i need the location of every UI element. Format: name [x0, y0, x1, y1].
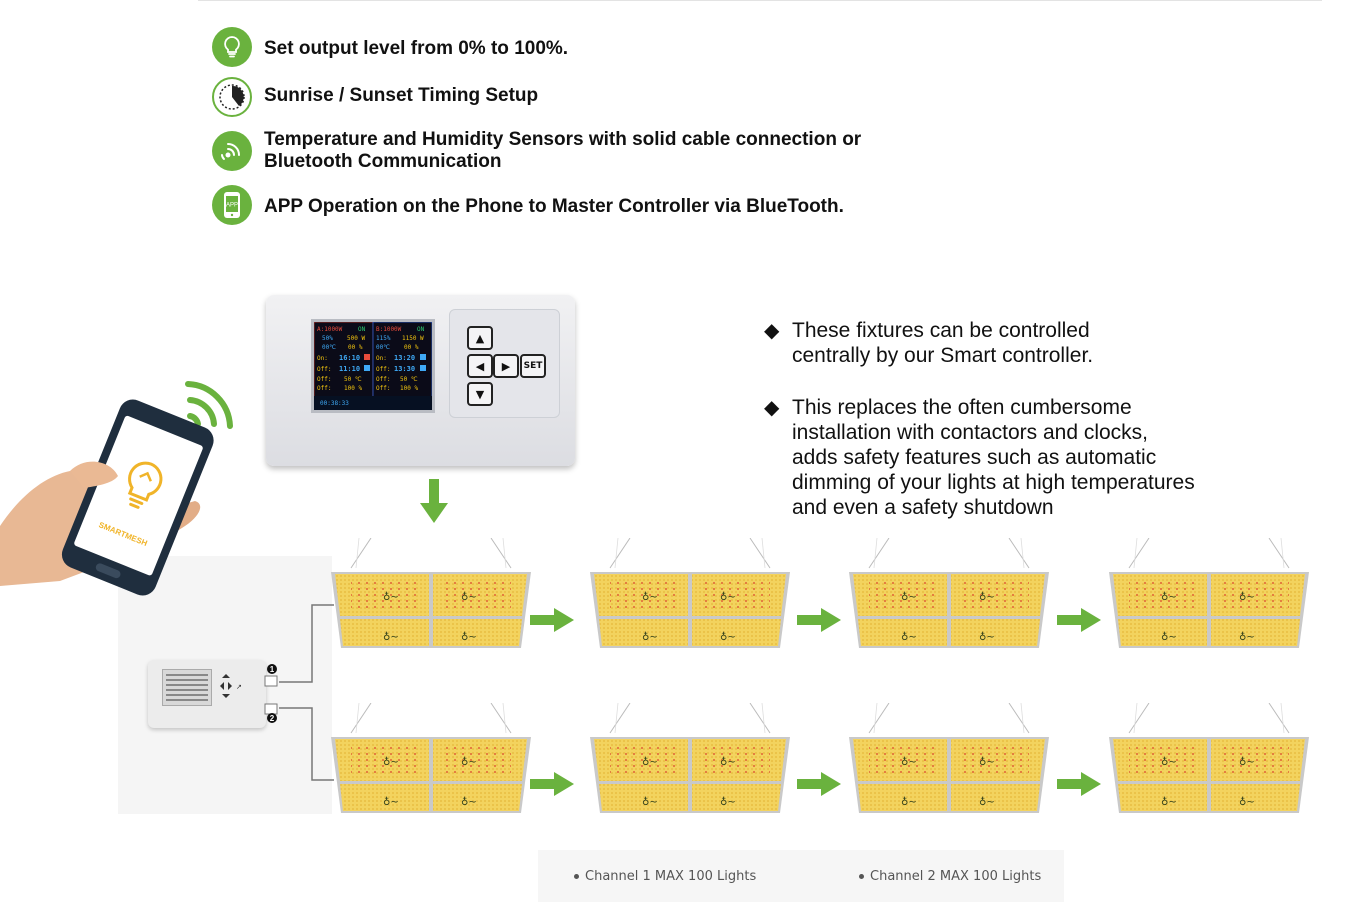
note-replaces-installation: ◆ This replaces the often cumbersome ins… — [764, 395, 1264, 525]
feature-timing: Sunrise / Sunset Timing Setup — [212, 77, 972, 117]
right-arrow-icon — [530, 608, 574, 632]
right-key[interactable]: ▶ — [493, 354, 519, 378]
svg-text:50 ℃: 50 ℃ — [344, 376, 362, 383]
mini-controller: ↗ — [148, 660, 266, 728]
svg-text:100 %: 100 % — [344, 385, 362, 392]
svg-text:APP: APP — [226, 203, 238, 209]
svg-text:Off:: Off: — [376, 376, 390, 383]
bullet-dot-icon — [574, 874, 579, 879]
svg-text:Off:: Off: — [376, 366, 390, 373]
svg-text:500 W: 500 W — [347, 335, 365, 342]
svg-text:13:30: 13:30 — [394, 365, 415, 373]
right-arrow-icon — [1057, 772, 1101, 796]
channel-legend: Channel 1 MAX 100 Lights Channel 2 MAX 1… — [538, 850, 1064, 902]
svg-text:1150 W: 1150 W — [402, 335, 424, 342]
right-arrow-icon — [1057, 608, 1101, 632]
svg-text:A:1000W: A:1000W — [317, 326, 343, 333]
svg-text:ON: ON — [358, 326, 366, 333]
top-divider — [198, 0, 1322, 1]
feature-text: Set output level from 0% to 100%. — [264, 38, 569, 59]
left-key[interactable]: ◀ — [467, 354, 493, 378]
svg-text:Off:: Off: — [317, 376, 331, 383]
svg-text:00:38:33: 00:38:33 — [320, 400, 349, 407]
grow-light-ch1-3 — [849, 538, 1049, 648]
svg-text:Off:: Off: — [317, 366, 331, 373]
legend-channel-1: Channel 1 MAX 100 Lights — [574, 869, 756, 884]
up-key[interactable]: ▲ — [467, 326, 493, 350]
app-phone-icon: APP — [212, 185, 252, 225]
svg-text:115%: 115% — [376, 335, 391, 342]
svg-text:B:1000W: B:1000W — [376, 326, 402, 333]
mini-controller-screen — [162, 669, 212, 706]
svg-text:00 %: 00 % — [348, 344, 363, 351]
grow-light-ch2-3 — [849, 703, 1049, 813]
clock-icon — [212, 77, 252, 117]
grow-light-ch2-2 — [590, 703, 790, 813]
svg-text:00 %: 00 % — [404, 344, 419, 351]
right-arrow-icon — [797, 772, 841, 796]
svg-text:00℃: 00℃ — [376, 344, 390, 351]
diamond-bullet-icon: ◆ — [764, 397, 780, 419]
feature-text: APP Operation on the Phone to Master Con… — [264, 196, 844, 217]
feature-app: APP APP Operation on the Phone to Master… — [212, 185, 972, 225]
svg-text:100 %: 100 % — [400, 385, 418, 392]
right-arrow-icon — [797, 608, 841, 632]
phone-in-hand: SMARTMESH — [0, 376, 250, 611]
master-controller: A:1000W ON B:1000W ON 50% 500 W 115% 115… — [266, 295, 575, 466]
bulb-icon — [212, 27, 252, 67]
svg-text:On:: On: — [317, 355, 328, 362]
sensor-signal-icon — [212, 131, 252, 171]
grow-light-ch2-1 — [331, 703, 531, 813]
right-arrow-icon — [530, 772, 574, 796]
down-arrow-icon — [420, 479, 448, 528]
svg-text:On:: On: — [376, 355, 387, 362]
set-key[interactable]: SET — [520, 354, 546, 378]
svg-text:00℃: 00℃ — [322, 344, 336, 351]
feature-output-level: Set output level from 0% to 100%. — [212, 27, 972, 67]
note-text: This replaces the often cumbersome insta… — [792, 396, 1195, 519]
diamond-bullet-icon: ◆ — [764, 320, 780, 342]
grow-light-ch1-2 — [590, 538, 790, 648]
grow-light-ch2-4 — [1109, 703, 1309, 813]
svg-text:ON: ON — [417, 326, 425, 333]
controller-screen: A:1000W ON B:1000W ON 50% 500 W 115% 115… — [311, 319, 435, 413]
svg-text:2: 2 — [270, 714, 275, 723]
svg-text:↗: ↗ — [236, 683, 242, 691]
svg-text:Off:: Off: — [376, 385, 390, 392]
svg-text:11:10: 11:10 — [339, 365, 360, 373]
feature-text: Temperature and Humidity Sensors with so… — [264, 129, 862, 172]
feature-sensors: Temperature and Humidity Sensors with so… — [212, 129, 972, 173]
legend-channel-2: Channel 2 MAX 100 Lights — [859, 869, 1041, 884]
svg-text:50 ℃: 50 ℃ — [400, 376, 418, 383]
grow-light-ch1-1 — [331, 538, 531, 648]
wifi-signal-icon — [185, 381, 233, 429]
svg-text:50%: 50% — [322, 335, 333, 342]
svg-text:Off:: Off: — [317, 385, 331, 392]
note-text: These fixtures can be controlled central… — [792, 319, 1094, 367]
note-central-control: ◆ These fixtures can be controlled centr… — [764, 318, 1264, 370]
svg-text:1: 1 — [270, 665, 275, 674]
down-key[interactable]: ▼ — [467, 382, 493, 406]
bullet-dot-icon — [859, 874, 864, 879]
grow-light-ch1-4 — [1109, 538, 1309, 648]
channel-connector-lines: 1 2 — [264, 604, 334, 781]
svg-text:16:10: 16:10 — [339, 354, 360, 362]
svg-text:13:20: 13:20 — [394, 354, 415, 362]
feature-text: Sunrise / Sunset Timing Setup — [264, 85, 539, 106]
controller-keypad: ▲ ▼ ◀ ▶ SET — [449, 309, 560, 418]
